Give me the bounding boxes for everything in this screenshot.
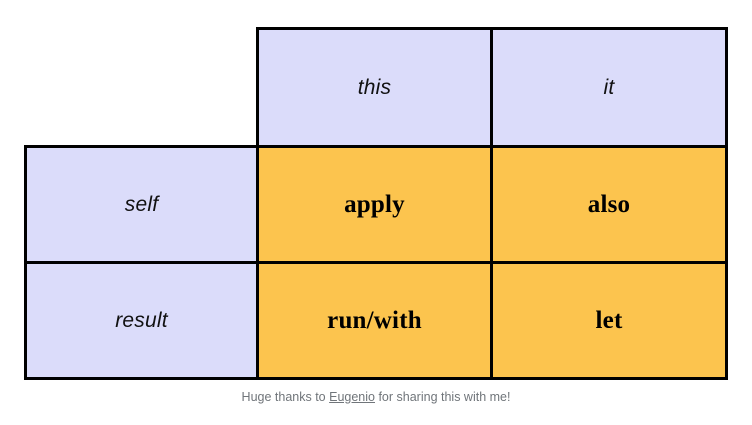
- table-header-row: this it: [26, 27, 728, 148]
- cell-self-this: apply: [256, 145, 493, 264]
- row-header-result: result: [24, 261, 259, 380]
- comparison-matrix-table: this it self apply also result run/with …: [24, 27, 728, 380]
- row-header-self: self: [24, 145, 259, 264]
- cell-self-it: also: [490, 145, 728, 264]
- credit-link-eugenio[interactable]: Eugenio: [329, 390, 375, 404]
- caption-text-before: Huge thanks to: [241, 390, 330, 404]
- cell-result-it: let: [490, 261, 728, 380]
- table-row: result run/with let: [24, 261, 728, 380]
- caption: Huge thanks to Eugenio for sharing this …: [0, 390, 752, 404]
- table-corner-cell: [26, 29, 258, 147]
- column-header-this: this: [256, 27, 493, 148]
- cell-result-this: run/with: [256, 261, 493, 380]
- caption-text-after: for sharing this with me!: [374, 390, 511, 404]
- column-header-it: it: [490, 27, 728, 148]
- table-row: self apply also: [24, 145, 728, 264]
